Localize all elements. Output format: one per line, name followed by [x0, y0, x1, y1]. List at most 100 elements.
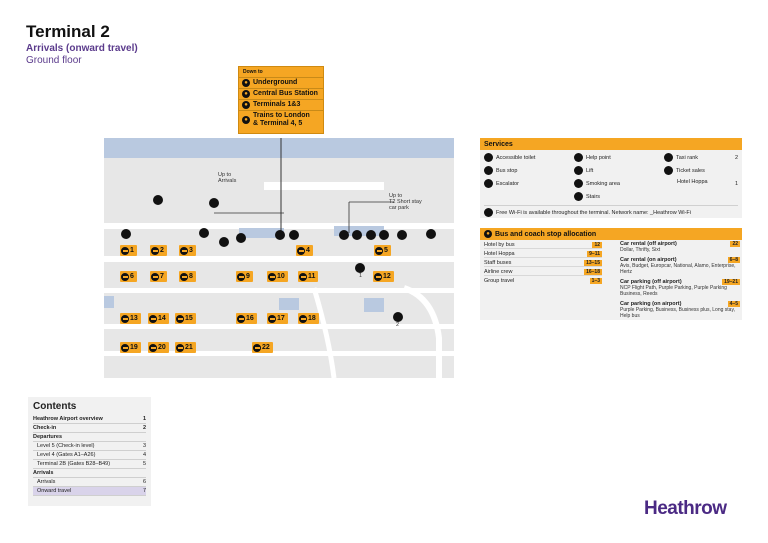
bus-stop-12: 12	[373, 271, 394, 282]
escalator-icon	[153, 195, 163, 205]
allocation-panel: ●Bus and coach stop allocation Hotel by …	[480, 228, 742, 320]
service-help-point: Help point	[574, 153, 611, 162]
bus-stop-icon	[180, 246, 188, 255]
bus-stop-icon	[121, 343, 129, 352]
bus-stop-17: 17	[267, 313, 288, 324]
allocation-car-parking-off: Car parking (off airport)19–21 NCP Fligh…	[620, 279, 740, 297]
service-hotel-hoppa: Hotel Hoppa	[677, 179, 708, 185]
bus-stop-icon	[149, 314, 157, 323]
service-lift: Lift	[574, 166, 593, 175]
bus-stop-3: 3	[179, 245, 196, 256]
escalator-icon	[209, 198, 219, 208]
bus-stop-icon	[237, 314, 245, 323]
contents-section: Arrivals	[33, 469, 146, 478]
underground-icon: ●	[242, 79, 250, 87]
lift-icon	[574, 166, 583, 175]
accessible-toilet-icon	[352, 230, 362, 240]
bus-stop-icon	[297, 246, 305, 255]
bus-stop-14: 14	[148, 313, 169, 324]
taxi-rank-count: 2	[735, 155, 739, 161]
bus-icon: ●	[242, 101, 250, 109]
stairs-icon	[574, 192, 583, 201]
bus-stop-16: 16	[236, 313, 257, 324]
bus-stop-icon	[121, 246, 129, 255]
allocation-car-rental-on: Car rental (on airport)6–8 Avis, Budget,…	[620, 257, 740, 275]
bus-stop-11: 11	[298, 271, 319, 282]
smoking-area-icon	[574, 179, 583, 188]
bus-stop-2: 2	[150, 245, 167, 256]
help-point-icon	[366, 230, 376, 240]
bus-stop-21: 21	[175, 342, 196, 353]
bus-stop-icon	[149, 343, 157, 352]
services-panel: Services Accessible toilet Help point Ta…	[480, 138, 742, 218]
service-taxi-rank: Taxi rank	[664, 153, 698, 162]
bus-stop-18: 18	[298, 313, 319, 324]
bus-stop-icon	[253, 343, 261, 352]
contents-title: Contents	[33, 401, 77, 412]
bus-stop-8: 8	[179, 271, 196, 282]
bus-stop-22: 22	[252, 342, 273, 353]
service-accessible-toilet: Accessible toilet	[484, 153, 535, 162]
heathrow-logo: Heathrow	[644, 498, 727, 519]
down-to-heading: Down to	[243, 69, 263, 75]
page-subtitle: Arrivals (onward travel)	[26, 43, 138, 54]
wifi-icon	[484, 208, 493, 217]
bus-stop-5: 5	[374, 245, 391, 256]
bus-stop-icon	[151, 246, 159, 255]
smoking-area-icon	[355, 263, 365, 273]
wifi-notice: Free Wi-Fi is available throughout the t…	[484, 205, 738, 217]
bus-stop-1: 1	[120, 245, 137, 256]
escalator-icon	[339, 230, 349, 240]
train-icon: ●	[242, 116, 250, 124]
page-title: Terminal 2	[26, 22, 110, 41]
service-bus-stop: Bus stop	[484, 166, 517, 175]
bus-stop-icon	[180, 272, 188, 281]
service-smoking-area: Smoking area	[574, 179, 620, 188]
service-stairs: Stairs	[574, 192, 600, 201]
contents-row[interactable]: Terminal 2B (Gates B28–B49)5	[33, 460, 146, 469]
contents-row[interactable]: Level 5 (Check-in level)3	[33, 442, 146, 451]
accessible-toilet-icon	[484, 153, 493, 162]
taxi-rank-icon	[664, 153, 673, 162]
direction-bus-station: ●Central Bus Station	[239, 88, 323, 99]
point-label-2: 2	[396, 322, 400, 328]
bus-stop-icon	[237, 272, 245, 281]
allocation-car-parking-on: Car parking (on airport)4–5 Purple Parki…	[620, 301, 740, 319]
help-point-icon	[397, 230, 407, 240]
bus-stop-icon	[151, 272, 159, 281]
bus-stop-icon	[268, 272, 276, 281]
contents-row[interactable]: Level 4 (Gates A1–A26)4	[33, 451, 146, 460]
down-to-directions: Down to ●Underground ●Central Bus Statio…	[238, 66, 324, 134]
allocation-car-rental-off: Car rental (off airport)22 Dollar, Thrif…	[620, 241, 740, 253]
help-point-icon	[574, 153, 583, 162]
terminal-map	[104, 138, 454, 378]
bus-stop-6: 6	[120, 271, 137, 282]
bus-stop-9: 9	[236, 271, 253, 282]
direction-underground: ●Underground	[239, 77, 323, 88]
lift-icon	[379, 230, 389, 240]
bus-stop-13: 13	[120, 313, 141, 324]
bus-stop-icon	[375, 246, 383, 255]
point-label-1: 1	[359, 273, 363, 279]
bus-stop-icon	[299, 314, 307, 323]
escalator-icon	[199, 228, 209, 238]
bus-icon: ●	[242, 90, 250, 98]
ticket-sales-icon	[664, 166, 673, 175]
bus-stop-15: 15	[175, 313, 196, 324]
services-title: Services	[480, 138, 742, 150]
hotel-hoppa-count: 1	[735, 181, 739, 187]
escalator-icon	[484, 179, 493, 188]
bus-stop-icon	[268, 314, 276, 323]
bus-stop-20: 20	[148, 342, 169, 353]
floor-label: Ground floor	[26, 55, 82, 66]
bus-stop-19: 19	[120, 342, 141, 353]
direction-terminals: ●Terminals 1&3	[239, 99, 323, 110]
